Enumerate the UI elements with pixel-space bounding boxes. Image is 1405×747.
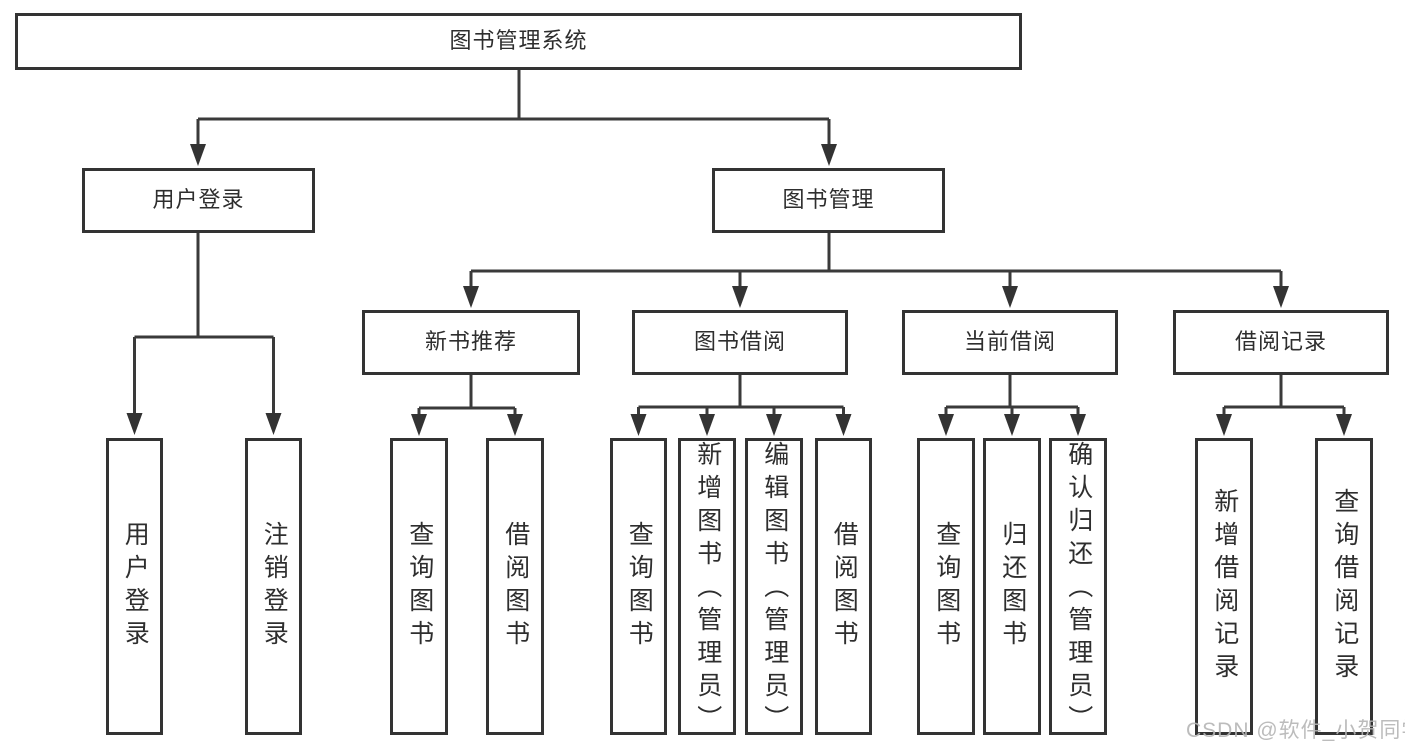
connector-book-borrow-to-leaves <box>630 375 852 436</box>
node-book-management: 图书管理 <box>712 168 945 233</box>
leaf-query-borrow-record: 查询借阅记录 <box>1315 438 1373 735</box>
node-root-system: 图书管理系统 <box>15 13 1022 70</box>
leaf-query-books-1: 查询图书 <box>390 438 448 735</box>
csdn-watermark: CSDN @软件_小贺同学 <box>1186 719 1405 742</box>
node-borrowing-records: 借阅记录 <box>1173 310 1389 375</box>
connector-records-to-leaves <box>1216 375 1352 436</box>
leaf-return-books: 归还图书 <box>983 438 1041 735</box>
leaf-borrow-books-2: 借阅图书 <box>815 438 872 735</box>
node-current-borrowing: 当前借阅 <box>902 310 1118 375</box>
leaf-logout: 注销登录 <box>245 438 302 735</box>
leaf-query-books-2: 查询图书 <box>610 438 667 735</box>
node-user-login: 用户登录 <box>82 168 315 233</box>
leaf-add-borrow-record: 新增借阅记录 <box>1195 438 1253 735</box>
node-new-book-recommendation: 新书推荐 <box>362 310 580 375</box>
connector-new-book-to-leaves <box>411 375 523 436</box>
connector-user-login-to-leaves <box>126 233 282 435</box>
leaf-borrow-books-1: 借阅图书 <box>486 438 544 735</box>
connector-root-to-branches <box>190 70 837 166</box>
leaf-edit-books-admin: 编辑图书（管理员） <box>745 438 803 738</box>
node-book-borrowing: 图书借阅 <box>632 310 848 375</box>
connector-current-borrow-to-leaves <box>938 375 1086 436</box>
leaf-query-books-3: 查询图书 <box>917 438 975 735</box>
leaf-add-books-admin: 新增图书（管理员） <box>678 438 736 738</box>
leaf-user-login: 用户登录 <box>106 438 163 735</box>
leaf-confirm-return-admin: 确认归还（管理员） <box>1049 438 1107 738</box>
connector-book-mgmt-to-modules <box>463 233 1289 308</box>
